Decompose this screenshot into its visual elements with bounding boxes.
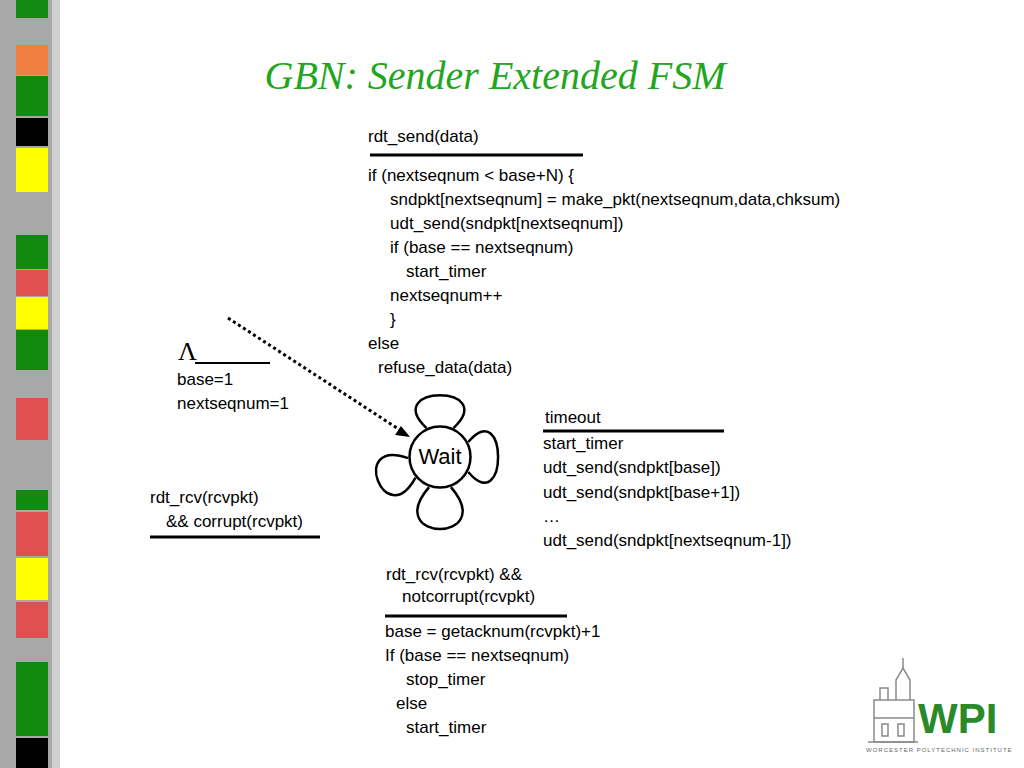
initial-arrowhead [395,426,410,437]
action-code: start_timer [543,433,623,455]
side-block [16,602,48,638]
event-text: timeout [545,407,601,429]
action-code: else [368,333,399,355]
slide-title: GBN: Sender Extended FSM [0,52,990,99]
transition-bar [385,615,567,618]
initial-action: base=1 [177,369,233,391]
side-block [16,490,48,510]
event-text: && corrupt(rcvpkt) [166,511,303,533]
side-block [16,0,48,18]
side-block [16,148,48,192]
logo-caption: WORCESTER POLYTECHNIC INSTITUTE [866,746,1013,754]
transition-bar [543,430,724,433]
self-loop [417,487,462,529]
side-block [16,398,48,440]
self-loop [468,431,498,483]
state-circle: Wait [408,425,472,489]
side-block [16,330,48,370]
side-block [16,662,48,736]
action-code: sndpkt[nextseqnum] = make_pkt(nextseqnum… [390,189,840,211]
action-code: else [396,693,427,715]
transition-bar [195,362,270,364]
action-code: udt_send(sndpkt[nextseqnum-1]) [543,530,792,552]
side-strip [52,0,60,768]
action-code: base = getacknum(rcvpkt)+1 [385,621,600,643]
action-code: if (base == nextseqnum) [390,237,573,259]
side-block [16,45,48,75]
side-block [16,118,48,146]
event-text: rdt_rcv(rcvpkt) && notcorrupt(rcvpkt) [386,564,587,608]
transition-bar [370,154,583,157]
action-code: udt_send(sndpkt[base+1]) [543,482,740,504]
side-block [16,297,48,329]
initial-action: nextseqnum=1 [177,393,289,415]
self-loop [376,455,415,495]
side-strip [0,0,60,768]
side-block [16,235,48,269]
side-block [16,76,48,116]
action-code: udt_send(sndpkt[base]) [543,457,721,479]
action-code: udt_send(sndpkt[nextseqnum]) [390,213,623,235]
initial-event: Λ [178,336,197,367]
side-block [16,512,48,556]
action-code: … [543,506,560,528]
action-code: if (nextseqnum < base+N) { [368,165,574,187]
transition-bar [150,536,320,539]
state-name: Wait [418,444,461,470]
self-loop [416,395,465,428]
logo-tower [868,658,918,742]
action-code: If (base == nextseqnum) [385,645,569,667]
side-block [16,558,48,600]
action-code: stop_timer [406,669,485,691]
initial-arrow [228,318,400,430]
action-code: } [390,309,396,331]
action-code: refuse_data(data) [378,357,512,379]
event-text: rdt_rcv(rcvpkt) [150,487,259,509]
action-code: start_timer [406,261,486,283]
action-code: nextseqnum++ [390,285,502,307]
side-block [16,270,48,296]
side-block [16,738,48,768]
action-code: start_timer [406,717,486,739]
event-text: rdt_send(data) [368,126,479,148]
logo-text: WPI [918,696,997,742]
